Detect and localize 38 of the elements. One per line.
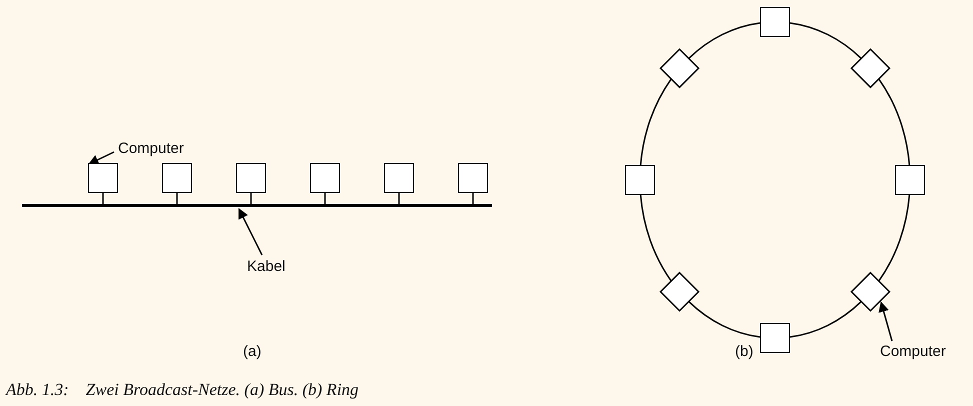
computer-box [458, 163, 488, 193]
ring-segment [688, 22, 760, 59]
drop-line [472, 193, 474, 204]
cable-line [22, 204, 492, 207]
drop-line [250, 193, 252, 204]
ring-segment [790, 301, 862, 338]
drop-line [324, 193, 326, 204]
computer-box [625, 165, 655, 195]
leader-arrow [88, 151, 114, 165]
computer-box [88, 163, 118, 193]
computer-box [162, 163, 192, 193]
ring-segment [640, 194, 672, 281]
computer-box [760, 323, 790, 353]
leader-arrow [238, 208, 263, 256]
computer-diamond [659, 272, 700, 312]
ring-segment [878, 194, 910, 281]
ring-segment [790, 22, 862, 59]
computer-diamond [850, 48, 891, 88]
computer-label: Computer [118, 140, 184, 157]
drop-line [176, 193, 178, 204]
computer-box [384, 163, 414, 193]
ring-segment [640, 79, 672, 166]
computer-box [236, 163, 266, 193]
figure-caption: Abb. 1.3: Zwei Broadcast-Netze. (a) Bus. (b) Ring [6, 380, 359, 400]
panel-label: (b) [735, 343, 754, 360]
computer-box [310, 163, 340, 193]
computer-label: Computer [880, 343, 946, 360]
panel-label: (a) [243, 343, 262, 360]
drop-line [398, 193, 400, 204]
computer-box [760, 7, 790, 37]
ring-segment [688, 301, 760, 338]
computer-label: Kabel [247, 258, 286, 275]
computer-box [895, 165, 925, 195]
drop-line [102, 193, 104, 204]
computer-diamond [850, 272, 891, 312]
ring-segment [878, 79, 910, 166]
computer-diamond [659, 48, 700, 88]
leader-arrow [878, 301, 893, 342]
